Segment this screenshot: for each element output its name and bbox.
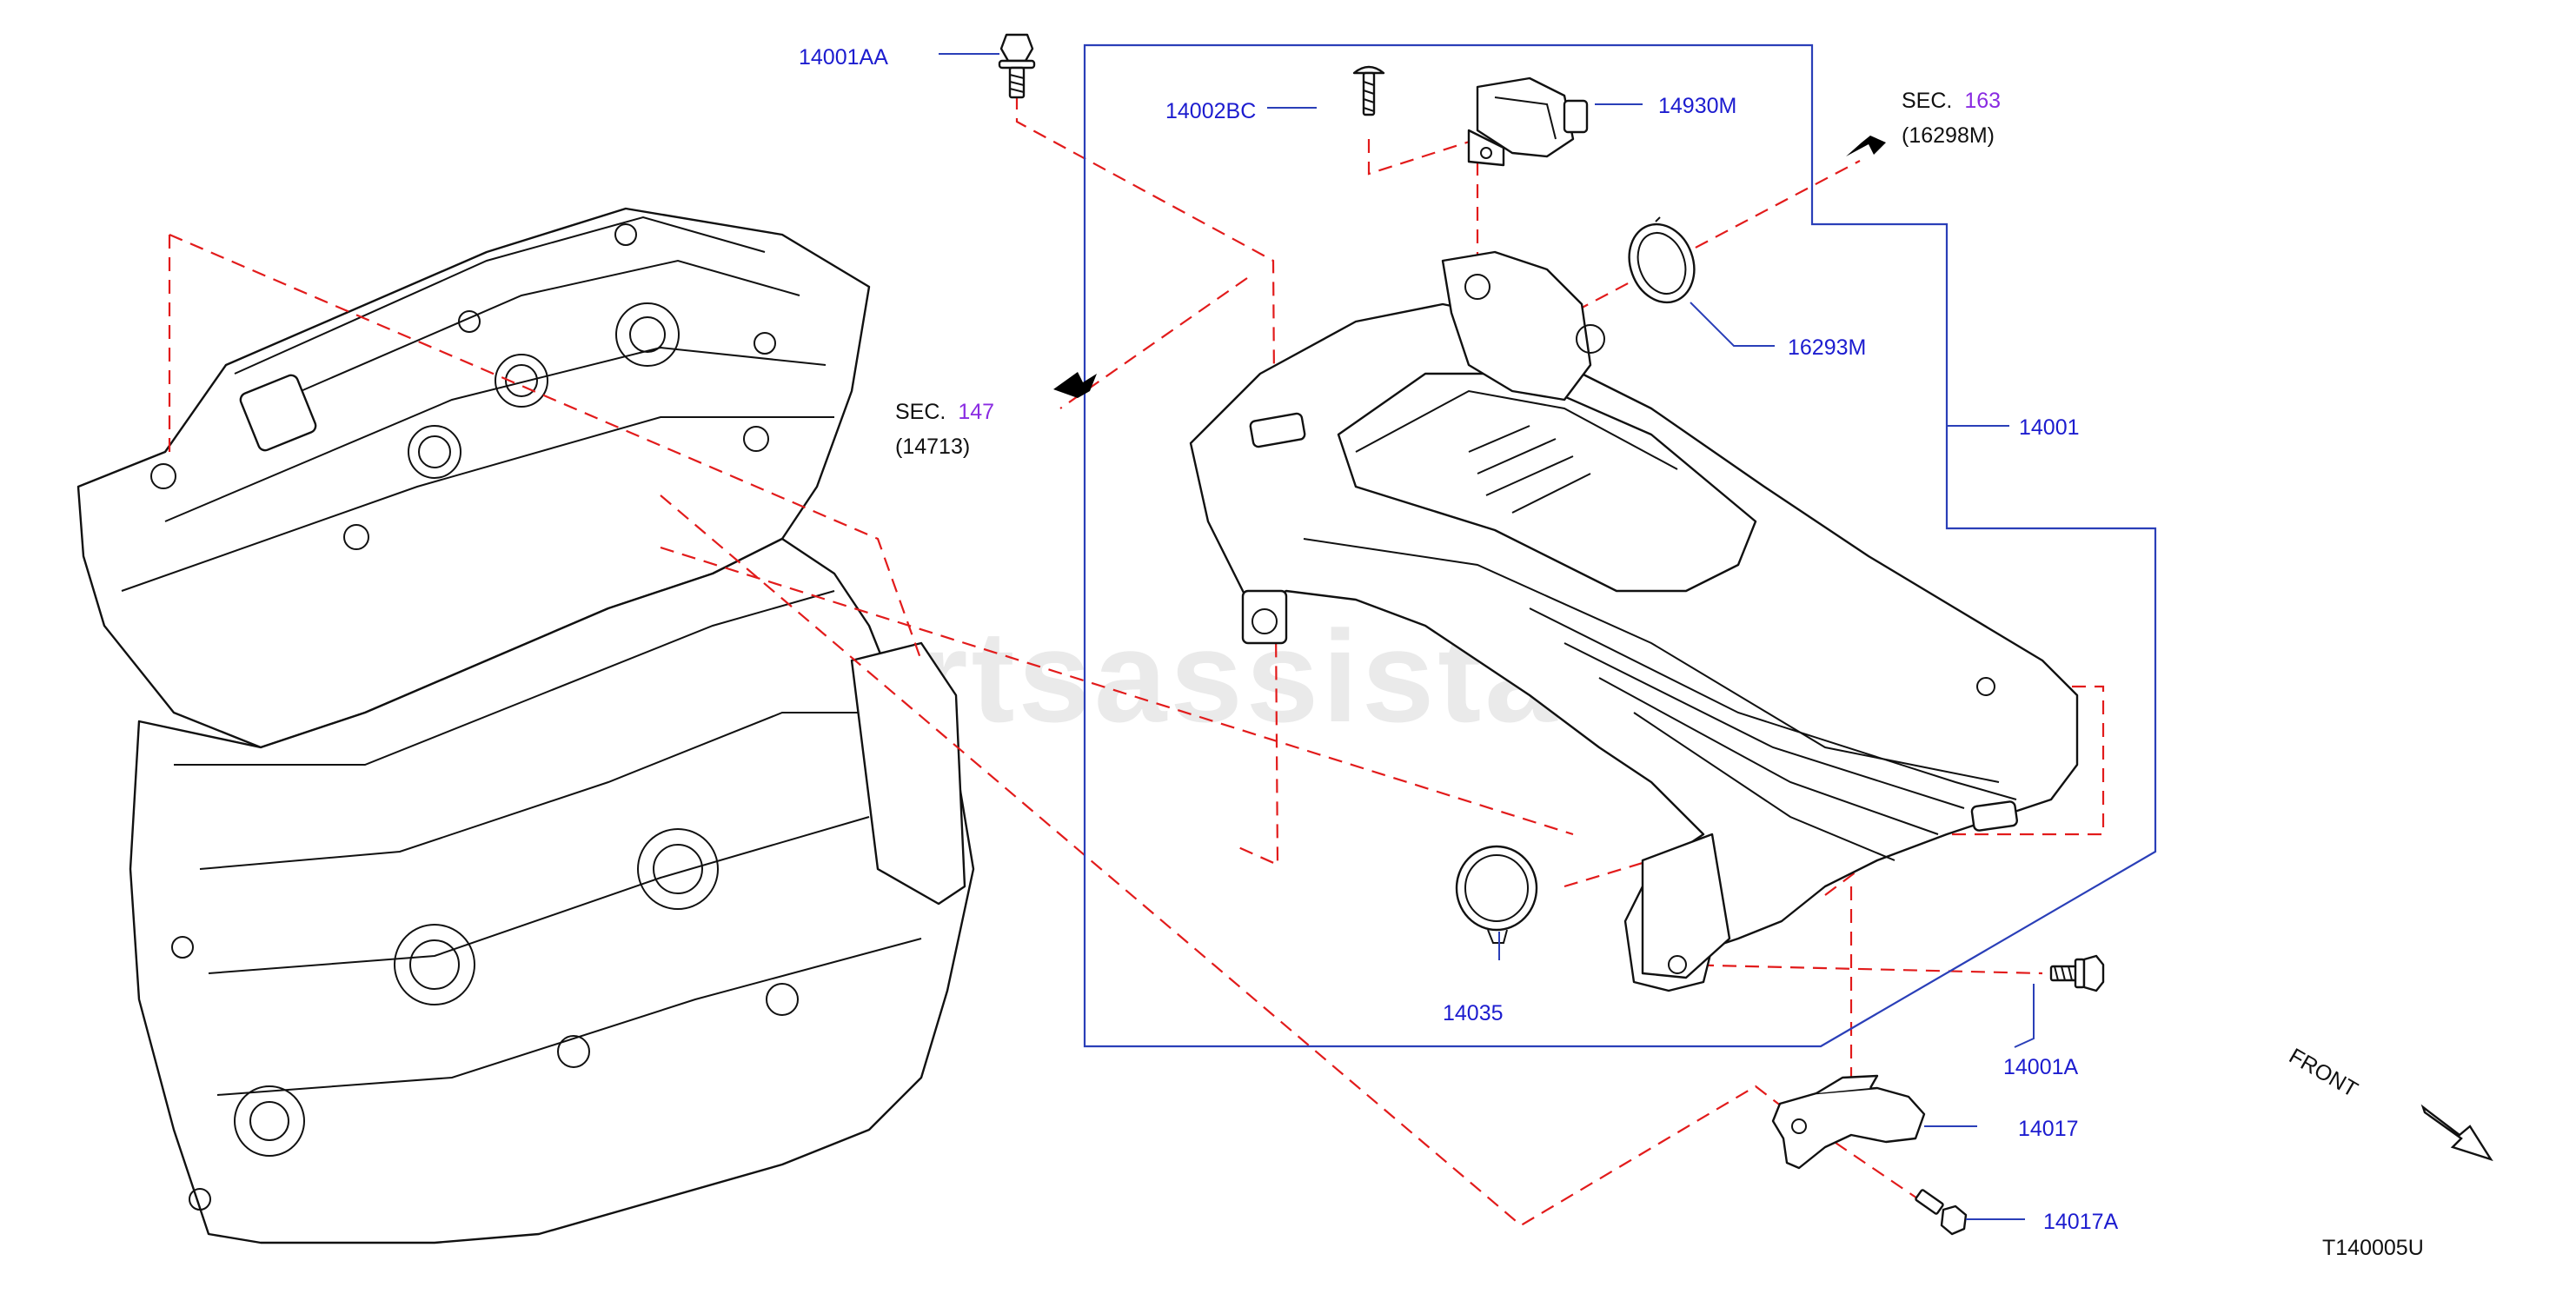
front-label: FRONT: [2285, 1044, 2362, 1102]
bracket-14017: [1771, 1074, 1926, 1170]
part-label-14035[interactable]: 14035: [1443, 1001, 1504, 1025]
section-ref-163[interactable]: SEC. 163 (16298M): [1902, 89, 2001, 148]
bolt-14001A: [2049, 954, 2105, 992]
part-labels: 14001AA 14002BC 14930M 16293M 14001 1403…: [799, 45, 2119, 1234]
assembly-frame-14001: [1083, 43, 2157, 1048]
section-number: 163: [1964, 89, 2001, 113]
engine-block: [76, 207, 975, 1244]
part-label-14017A[interactable]: 14017A: [2043, 1210, 2119, 1234]
section-ref: (14713): [895, 435, 970, 459]
section-ref-147[interactable]: SEC. 147 (14713): [895, 400, 994, 459]
part-label-14001AA[interactable]: 14001AA: [799, 45, 888, 70]
part-label-14017[interactable]: 14017: [2018, 1117, 2079, 1141]
bolt-14001AA: [998, 33, 1036, 99]
screw-14002BC: [1352, 65, 1385, 116]
svg-text:SEC.147: SEC. 147: [895, 400, 994, 424]
gasket-16293M: [1628, 216, 1696, 304]
section-prefix: SEC.: [895, 400, 946, 424]
bolt-14017A: [1915, 1189, 1968, 1236]
part-label-14930M[interactable]: 14930M: [1658, 94, 1736, 118]
gasket-14035: [1455, 845, 1538, 944]
intake-manifold: [1189, 250, 2079, 992]
part-label-14002BC[interactable]: 14002BC: [1165, 99, 1256, 123]
svg-text:SEC.163: SEC. 163: [1902, 89, 2001, 113]
section-ref: (16298M): [1902, 123, 1995, 148]
diagram-code: T140005U: [2322, 1236, 2424, 1260]
section-prefix: SEC.: [1902, 89, 1952, 113]
front-arrow-icon: [2420, 1104, 2493, 1162]
sensor-14930M: [1467, 76, 1589, 167]
section-number: 147: [958, 400, 994, 424]
leader-lines: [939, 43, 2157, 1220]
part-label-14001A[interactable]: 14001A: [2003, 1055, 2079, 1079]
part-label-14001[interactable]: 14001: [2019, 415, 2080, 440]
part-label-16293M[interactable]: 16293M: [1788, 335, 1866, 360]
section-arrows: [1053, 136, 1886, 398]
front-indicator: FRONT: [2285, 1044, 2493, 1162]
